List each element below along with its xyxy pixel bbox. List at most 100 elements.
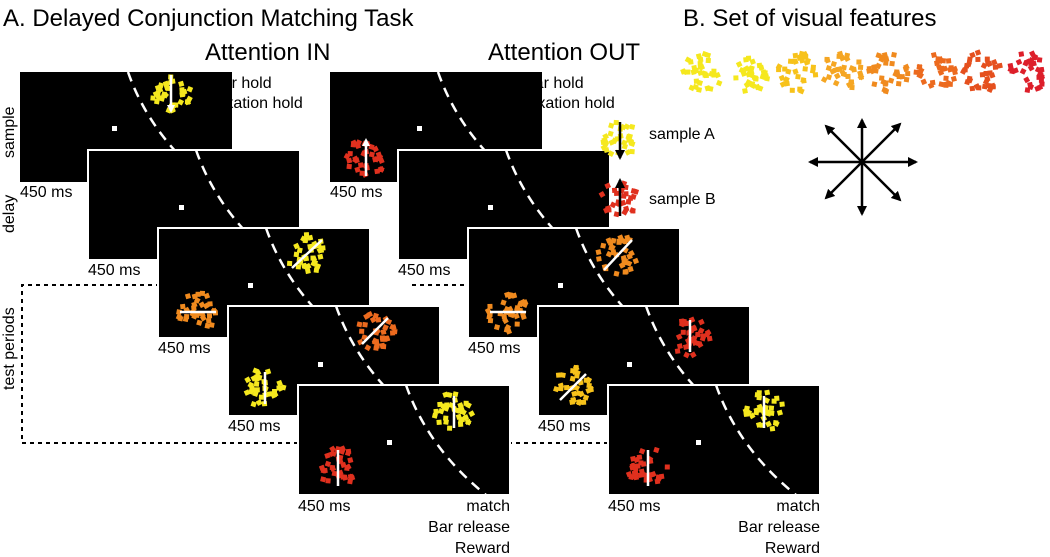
stimulus-dot (986, 82, 992, 89)
stimulus-dot (484, 307, 492, 315)
stimulus-dot (264, 368, 272, 375)
stimulus-dot (1012, 67, 1019, 74)
stimulus-dot (706, 335, 713, 342)
stimulus-dot (177, 98, 185, 106)
stimulus-dot (1015, 58, 1023, 66)
stimulus-dot (990, 84, 996, 90)
stimulus-dot (664, 464, 670, 470)
stimulus-dot (920, 78, 928, 86)
stimulus-dot (500, 299, 507, 306)
stimulus-dot (346, 163, 352, 170)
stimulus-dot (824, 57, 831, 64)
stimulus-dot (896, 74, 902, 80)
stimulus-dot (851, 66, 857, 73)
stimulus-dot (329, 445, 337, 453)
stimulus-dot (443, 419, 449, 425)
stimulus-dot (935, 56, 941, 62)
stimulus-dot (776, 67, 782, 73)
stimulus-dot (1019, 68, 1027, 75)
stimulus-dot (980, 62, 988, 70)
stimulus-dot (836, 66, 843, 73)
stimulus-dot (571, 368, 578, 375)
duration-out-delay: 450 ms (398, 262, 450, 279)
stimulus-dot (325, 478, 331, 484)
stimulus-dot (1029, 50, 1036, 58)
stimulus-dot (621, 257, 629, 264)
stimulus-dot (762, 69, 768, 76)
stimulus-dot (613, 211, 620, 218)
stimulus-dot (304, 268, 311, 275)
out-note-match: match (776, 498, 820, 515)
stimulus-dot (340, 474, 346, 480)
stimulus-dot (903, 76, 910, 83)
stimulus-dot (607, 130, 614, 137)
stimulus-dot (740, 70, 748, 77)
stimulus-dot (353, 157, 360, 164)
duration-out-test3: 450 ms (608, 498, 660, 515)
stimulus-dot (735, 60, 743, 68)
stimulus-dot (797, 86, 803, 92)
stimulus-dot (696, 341, 704, 349)
stimulus-dot (203, 292, 211, 300)
stimulus-dot (803, 53, 809, 60)
stimulus-dot (630, 188, 637, 195)
stimulus-dot (335, 446, 342, 452)
stimulus-dot (698, 318, 705, 326)
stimulus-dot (749, 58, 756, 65)
stimulus-dot (514, 321, 520, 327)
stimulus-dot (742, 87, 748, 94)
stimulus-dot (627, 195, 634, 201)
stimulus-dot (630, 208, 636, 214)
stimulus-dot (378, 166, 385, 173)
stimulus-dot (371, 338, 379, 346)
panel-b-title: B. Set of visual features (683, 5, 936, 32)
stimulus-dot (186, 85, 194, 93)
stimulus-dot (575, 398, 583, 406)
stimulus-dot (585, 376, 593, 384)
stimulus-dot (633, 456, 640, 464)
stimulus-dot (199, 290, 206, 297)
stimulus-dot (624, 149, 632, 156)
stimulus-dot (695, 331, 701, 338)
stimulus-dot (328, 450, 336, 458)
stimulus-dot (372, 155, 380, 163)
stimulus-dot (802, 66, 808, 72)
stimulus-dot (969, 51, 976, 59)
stimulus-dot (608, 240, 614, 246)
stimulus-dot (293, 251, 300, 258)
in-note-fixation-hold: Fixation hold (212, 95, 303, 112)
stimulus-dot (795, 73, 801, 80)
stimulus-dot (691, 339, 699, 346)
stimulus-dot (849, 84, 855, 91)
stimulus-dot (204, 322, 211, 329)
duration-in-sample: 450 ms (20, 184, 72, 201)
stimulus-dot (160, 91, 168, 98)
stimulus-dot (992, 64, 999, 70)
stimulus-dot (354, 166, 361, 173)
stimulus-dot (697, 69, 704, 76)
out-note-fixation-hold: Fixation hold (524, 95, 615, 112)
stimulus-dot (878, 55, 886, 63)
stimulus-dot (208, 322, 215, 328)
stimulus-dot (465, 401, 472, 409)
stimulus-dot (702, 72, 708, 78)
stimulus-dot (755, 421, 763, 428)
stimulus-dot (157, 82, 164, 89)
stimulus-dot (905, 71, 911, 77)
stimulus-dot (280, 384, 287, 391)
stimulus-dot (374, 168, 380, 175)
duration-out-test1: 450 ms (468, 340, 520, 357)
stimulus-dot (613, 270, 620, 277)
period-label-delay: delay (1, 195, 18, 233)
stimulus-dot (372, 312, 379, 319)
stimulus-dot (683, 351, 690, 359)
stimulus-dot (778, 74, 786, 82)
color-feature-set (680, 49, 1046, 95)
stimulus-dot (324, 452, 331, 459)
stimulus-red-vertical (625, 446, 670, 485)
stimulus-dot (272, 389, 277, 394)
stimulus-dot (887, 77, 895, 84)
stimulus-dot (871, 64, 878, 70)
stimulus-dot (464, 418, 472, 426)
stimulus-dot (625, 260, 633, 267)
